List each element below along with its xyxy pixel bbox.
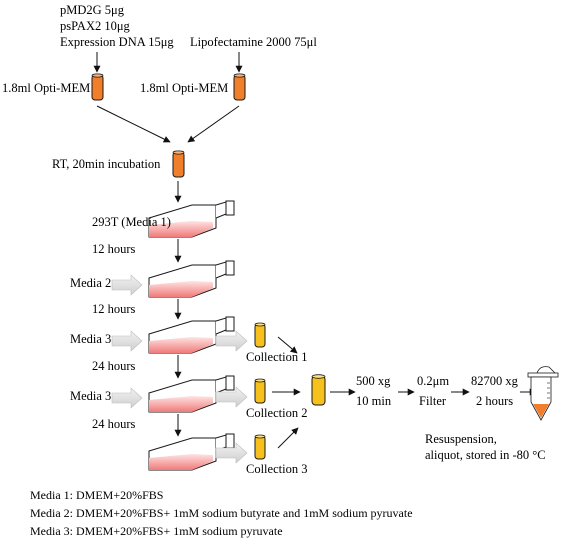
microcentrifuge-tube bbox=[527, 366, 559, 421]
media-in-label-3: Media 3 bbox=[70, 389, 111, 403]
media-in-label-2: Media 3 bbox=[70, 332, 111, 346]
flask-2 bbox=[148, 260, 235, 298]
flask-1 bbox=[148, 200, 235, 238]
filter-size: 0.2μm bbox=[417, 374, 449, 388]
interval-label-1: 12 hours bbox=[92, 242, 136, 256]
spin1-time: 10 min bbox=[356, 394, 392, 408]
collection-label-1: Collection 1 bbox=[246, 350, 307, 364]
right-tube-label: 1.8ml Opti-MEM bbox=[140, 81, 228, 95]
interval-label-4: 24 hours bbox=[92, 417, 136, 431]
cell-line-label: 293T (Media 1) bbox=[92, 215, 171, 229]
right-optimem-tube bbox=[233, 73, 246, 101]
media-in-arrow-2 bbox=[111, 330, 143, 352]
media-in-arrow-1 bbox=[111, 274, 143, 296]
spin2-speed: 82700 xg bbox=[471, 374, 519, 388]
spin2-time: 2 hours bbox=[476, 394, 513, 408]
flask-3 bbox=[148, 316, 235, 354]
pooled-tube bbox=[311, 374, 326, 406]
flask-4 bbox=[148, 375, 235, 413]
left-tube-label: 1.8ml Opti-MEM bbox=[2, 81, 90, 95]
legend-media-2: Media 2: DMEM+20%FBS+ 1mM sodium butyrat… bbox=[30, 506, 413, 520]
arrow-left-to-incubation bbox=[96, 105, 171, 143]
media-in-arrow-3 bbox=[111, 387, 143, 409]
reagent-pmd2g: pMD2G 5μg bbox=[60, 3, 125, 17]
collect-arrow-2 bbox=[215, 386, 248, 408]
collection-tube-3 bbox=[254, 434, 266, 460]
reagent-pspax2: psPAX2 10μg bbox=[60, 19, 131, 33]
collection-label-3: Collection 3 bbox=[246, 462, 307, 476]
left-optimem-tube bbox=[91, 73, 104, 101]
legend-media-1: Media 1: DMEM+20%FBS bbox=[30, 488, 163, 502]
media-in-label-1: Media 2 bbox=[70, 276, 111, 290]
reagent-expression-dna: Expression DNA 15μg bbox=[60, 35, 174, 49]
final-step-line-1: Resuspension, bbox=[425, 432, 497, 446]
arrow-collection1-to-pool bbox=[277, 336, 298, 354]
collection-tube-2 bbox=[254, 378, 266, 404]
arrow-right-to-incubation bbox=[187, 105, 240, 143]
spin1-speed: 500 xg bbox=[356, 374, 391, 388]
flask-5 bbox=[148, 433, 235, 471]
incubation-label: RT, 20min incubation bbox=[52, 157, 161, 171]
collection-label-2: Collection 2 bbox=[246, 406, 307, 420]
interval-label-2: 12 hours bbox=[92, 302, 136, 316]
collection-tube-1 bbox=[254, 322, 266, 348]
filter-label: Filter bbox=[419, 394, 447, 408]
final-step-line-2: aliquot, stored in -80 °C bbox=[425, 448, 546, 462]
interval-label-3: 24 hours bbox=[92, 359, 136, 373]
reagent-lipofectamine: Lipofectamine 2000 75μl bbox=[190, 35, 317, 49]
arrow-collection3-to-pool bbox=[277, 427, 299, 449]
collect-arrow-1 bbox=[215, 330, 248, 352]
legend-media-3: Media 3: DMEM+20%FBS+ 1mM sodium pyruvat… bbox=[30, 524, 283, 538]
collect-arrow-3 bbox=[215, 442, 248, 464]
incubation-tube bbox=[172, 150, 185, 178]
